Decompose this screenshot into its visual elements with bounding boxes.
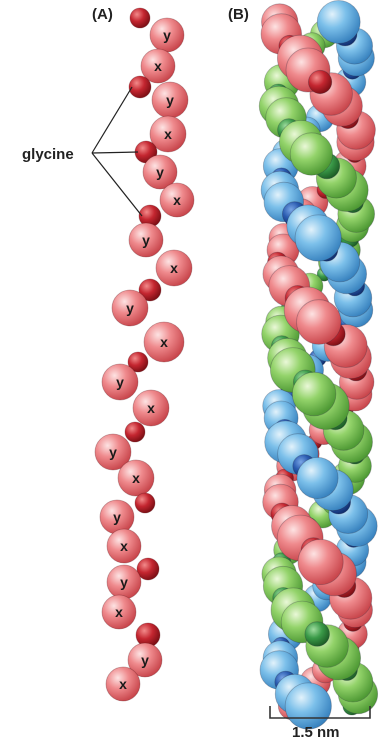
glycine-label: glycine [22,146,74,163]
glycine-atom [135,493,155,513]
residue-y-label: y [141,652,149,668]
residue-x-label: x [132,470,140,486]
glycine-pointer-line [92,87,132,153]
residue-y-label: y [126,300,134,316]
glycine-pointer-lines [92,87,142,216]
residue-y-label: y [116,374,124,390]
glycine-atom [129,76,151,98]
residue-x-label: x [147,400,155,416]
residue-y-label: y [166,92,174,108]
panel-a-label: (A) [92,6,113,23]
residue-x-label: x [119,676,127,692]
residue-y-label: y [142,232,150,248]
residue-y-label: y [109,444,117,460]
residue-y-label: y [163,27,171,43]
residue-x-label: x [120,538,128,554]
glycine-pointer-line [92,153,142,216]
helix-atom [292,372,336,416]
glycine-pointer-line [92,152,138,153]
glycine-atom [130,8,150,28]
helix-atom [297,457,338,498]
residue-x-label: x [164,126,172,142]
panel-b-label: (B) [228,6,249,23]
residue-x-label: x [154,58,162,74]
helix-atom [298,539,343,584]
helix-atom [285,683,331,729]
helix-atom [297,300,342,345]
panel-b-triple-helix [259,1,377,730]
residue-y-label: y [120,574,128,590]
residue-x-label: x [173,192,181,208]
residue-y-label: y [113,509,121,525]
helix-atom [295,215,341,261]
residue-x-label: x [170,260,178,276]
helix-atom [317,1,360,44]
residue-x-label: x [160,334,168,350]
helix-atom [308,70,331,93]
scale-bar-label: 1.5 nm [292,724,340,741]
residue-y-label: y [156,164,164,180]
glycine-atom [125,422,145,442]
helix-atom [290,133,332,175]
helix-atom [305,622,330,647]
residue-x-label: x [115,604,123,620]
